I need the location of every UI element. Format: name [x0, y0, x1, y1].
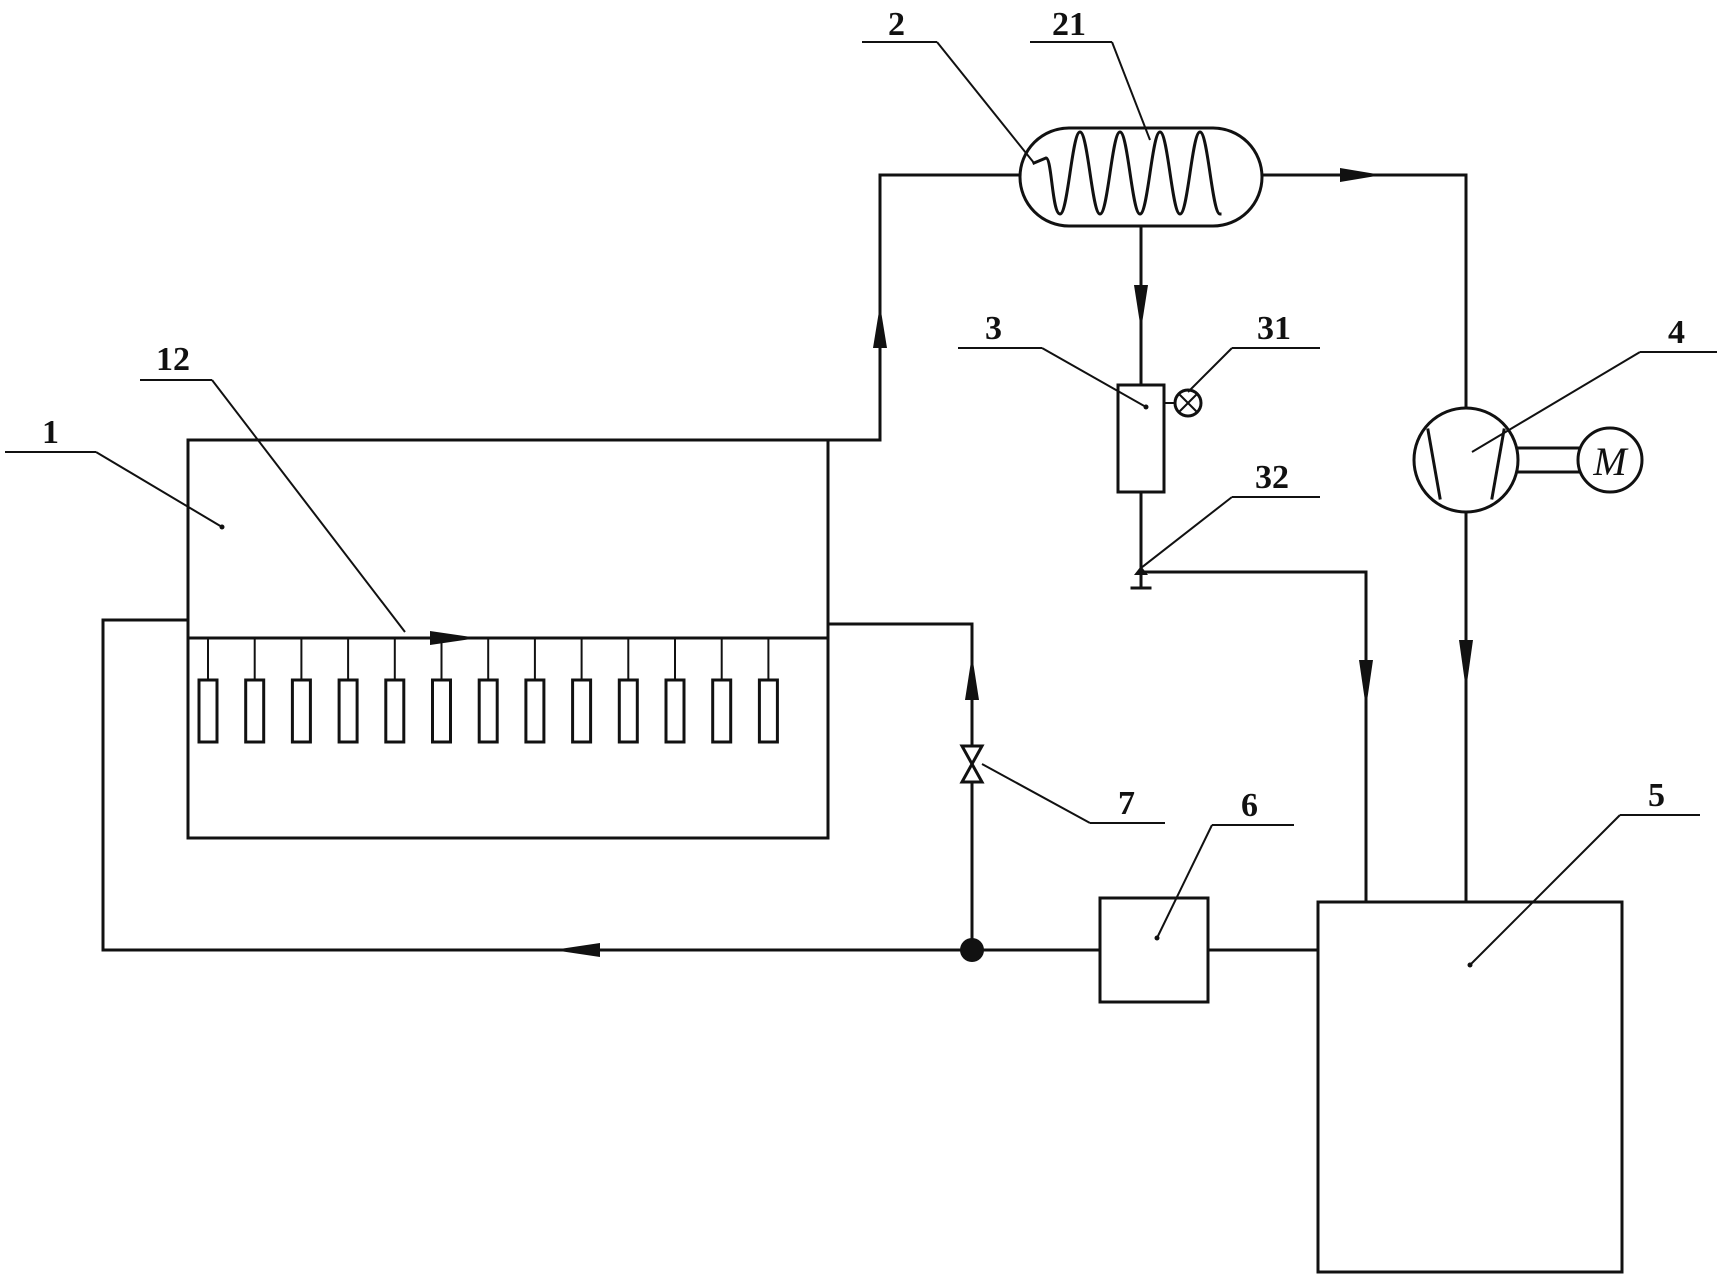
label-32: 32 — [1255, 459, 1289, 496]
valve-31 — [1164, 388, 1203, 418]
label-3: 3 — [985, 310, 1002, 347]
label-6: 6 — [1241, 787, 1258, 824]
flow-arrow-down-2 — [1459, 640, 1473, 690]
pipe-tank-to-separator — [826, 173, 1022, 442]
element-array — [197, 638, 779, 744]
valve-32 — [1130, 566, 1152, 590]
label-2: 2 — [888, 6, 905, 43]
motor-m: M — [1576, 426, 1644, 494]
hanging-element — [197, 678, 219, 744]
label-4: 4 — [1668, 314, 1685, 351]
coil-21 — [1032, 130, 1222, 216]
flow-arrow-up-2 — [965, 655, 979, 700]
pipe-return-loop — [101, 618, 974, 952]
hanging-element — [664, 678, 686, 744]
label-21: 21 — [1052, 6, 1086, 43]
flow-arrow-left-1 — [553, 943, 600, 957]
hanging-element — [711, 678, 733, 744]
pipe-junction-to-tank-1 — [826, 622, 974, 952]
hanging-element — [477, 678, 499, 744]
hanging-element — [431, 678, 452, 744]
hanging-element — [384, 678, 406, 744]
hanging-element — [244, 678, 266, 744]
hanging-element — [757, 678, 779, 744]
hanging-element — [337, 678, 359, 744]
label-5: 5 — [1648, 777, 1665, 814]
label-12: 12 — [156, 341, 190, 378]
hanging-element — [617, 678, 639, 744]
pipe-separator-to-pump — [1260, 173, 1468, 417]
tank-5 — [1316, 900, 1624, 1274]
motor-symbol: M — [1592, 439, 1629, 484]
label-1: 1 — [42, 414, 59, 451]
flow-arrow-up-1 — [873, 305, 887, 348]
pipe-junction-node — [960, 938, 984, 962]
separator-2 — [1018, 126, 1264, 228]
hanging-element — [571, 678, 593, 744]
label-7: 7 — [1118, 785, 1135, 822]
tank-1 — [186, 438, 830, 840]
flowmeter-3 — [1116, 383, 1166, 494]
pipe-valve-32-to-tank-5 — [1139, 570, 1368, 904]
flow-arrow-down-3 — [1359, 660, 1373, 708]
labels: 1 12 2 21 3 31 32 4 5 6 7 — [42, 6, 1685, 824]
leader-lines — [5, 41, 1717, 966]
hanging-element — [524, 678, 546, 744]
flow-arrow-right-1 — [1340, 168, 1382, 182]
filter-6 — [1098, 896, 1210, 1004]
flow-arrow-down-1 — [1134, 285, 1148, 330]
compressor-4 — [1412, 406, 1582, 514]
label-31: 31 — [1257, 310, 1291, 347]
valve-7 — [959, 744, 985, 784]
hanging-element — [290, 678, 312, 744]
